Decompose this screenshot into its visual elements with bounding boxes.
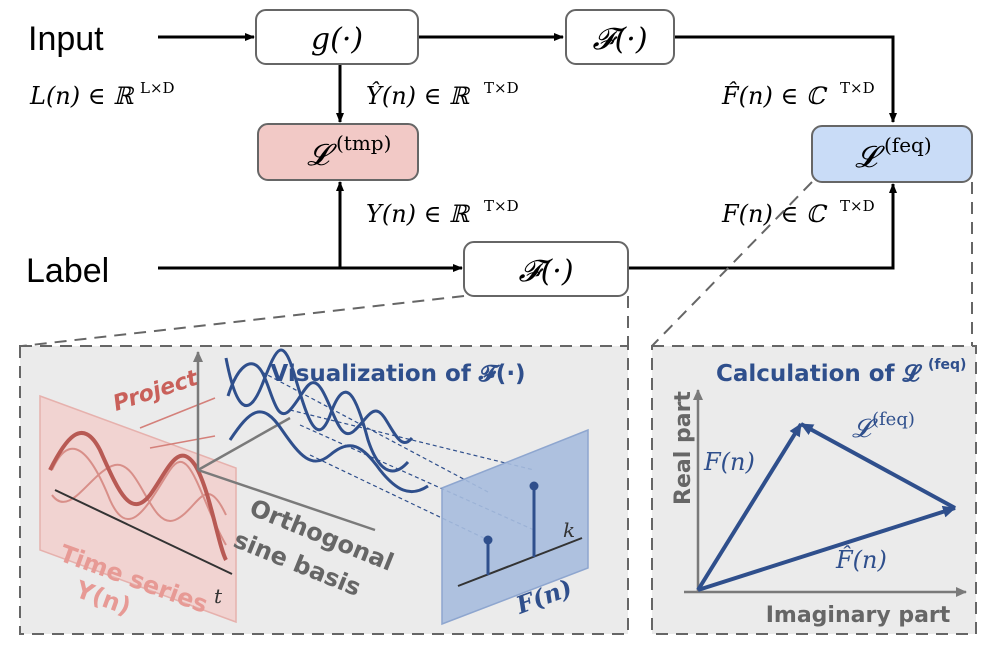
fourier-box-top	[565, 9, 675, 65]
frequency-stem-head-2	[529, 481, 539, 491]
loss-tmp-box	[257, 123, 419, 181]
frequency-plane	[441, 428, 589, 626]
g-function-label: g(·)	[311, 22, 363, 57]
y-shape-label: Y(n) ∈ ℝ	[366, 200, 471, 228]
loss-feq-box	[811, 125, 973, 183]
basis-axes	[193, 351, 376, 532]
flow-connectors	[158, 33, 897, 272]
calc-title-sup: (feq)	[928, 357, 966, 373]
time-axis-label: t	[214, 584, 223, 608]
vector-loss-sup: (feq)	[872, 409, 915, 430]
loss-feq-superscript: (feq)	[884, 133, 932, 157]
yhat-shape-label: Ŷ(n) ∈ ℝ	[366, 81, 471, 110]
input-shape-label: L(n) ∈ ℝ	[29, 82, 135, 110]
frequency-axis	[457, 537, 583, 587]
calc-title: Calculation of 𝓛	[716, 361, 923, 387]
fourier-label-bottom: 𝓕(·)	[518, 254, 573, 289]
input-label: Input	[28, 20, 104, 58]
g-function-box	[255, 9, 419, 65]
imaginary-axis-label: Imaginary part	[766, 603, 951, 628]
real-axis-label: Real part	[671, 391, 696, 505]
time-series-curves	[51, 447, 227, 546]
frequency-stem-head-1	[483, 535, 493, 545]
complex-plane-axes	[684, 389, 967, 597]
fourier-label-top: 𝓕(·)	[592, 22, 647, 57]
time-series-main-curve	[48, 430, 228, 561]
label-label: Label	[26, 252, 109, 290]
fourier-box-bottom	[463, 241, 629, 297]
complex-vectors	[696, 422, 956, 592]
projection-lines	[139, 397, 216, 449]
fhat-shape-label: F̂(n) ∈ ℂ	[721, 82, 828, 110]
vector-f-label: F(n)	[703, 448, 755, 476]
loss-tmp-superscript: (tmp)	[336, 131, 391, 155]
time-axis	[54, 489, 233, 575]
yhat-shape-sup: T×D	[484, 79, 519, 97]
f-shape-label: F(n) ∈ ℂ	[721, 200, 828, 228]
input-shape-sup: L×D	[140, 79, 175, 97]
sine-basis-curves	[224, 348, 429, 493]
fhat-shape-sup: T×D	[840, 79, 875, 97]
y-shape-sup: T×D	[484, 197, 519, 215]
f-shape-sup: T×D	[840, 197, 875, 215]
frequency-stems	[486, 486, 536, 575]
zoom-connectors	[21, 181, 973, 347]
frequency-axis-label: k	[563, 518, 575, 542]
vector-fhat-label: F̂(n)	[835, 546, 887, 574]
